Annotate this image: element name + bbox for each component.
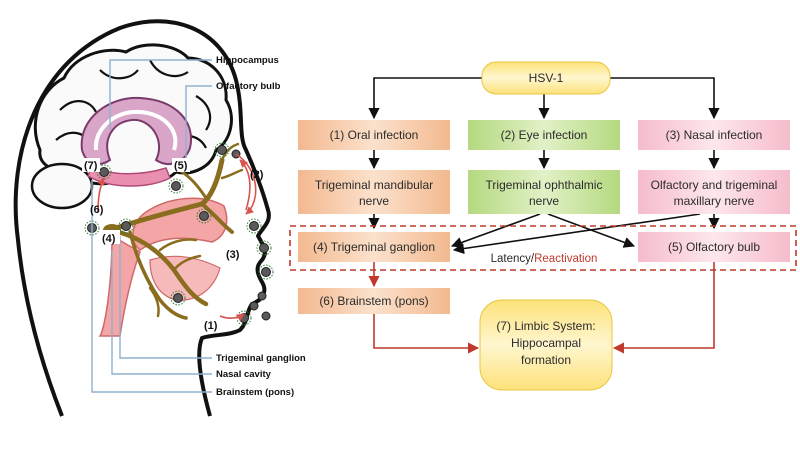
marker-1: (1) [204, 320, 218, 332]
arrow-maxillary-to-ganglion [452, 213, 701, 255]
flow-diagram: HSV-1 (1) Oral infection (2) Eye infecti… [289, 61, 797, 391]
mandibular-nerve-label-1: Trigeminal mandibular [315, 178, 433, 192]
trigeminal-nerve [107, 142, 244, 320]
olfactory-bulb-box [638, 232, 790, 262]
arrow-to-nasal [610, 77, 720, 120]
mandibular-nerve-label-2: nerve [359, 194, 389, 208]
limbic-label-1: (7) Limbic System: [496, 319, 595, 333]
oral-infection-box [298, 120, 450, 150]
head-illustration: Hippocampus Olfactory bulb Trigeminal ga… [13, 19, 306, 417]
hippocampus-shape [80, 96, 193, 166]
hsv1-connectors [368, 77, 720, 255]
reactivation-label: Reactivation [534, 253, 597, 265]
eye-entry-arrow [235, 153, 257, 215]
label-nasal-cavity: Nasal cavity [216, 369, 272, 380]
olfactory-bulb-label: (5) Olfactory bulb [668, 240, 760, 254]
trigeminal-ganglion-box [298, 232, 450, 262]
hippocampus-callout-line [109, 59, 212, 130]
brainstem-arrow [97, 177, 105, 213]
hsv1-label: HSV-1 [529, 71, 564, 85]
brainstem-shape [87, 164, 171, 187]
label-hippocampus: Hippocampus [216, 55, 279, 66]
virus-particles [84, 142, 274, 326]
latency-label: Latency/ [491, 253, 535, 265]
eye-exit-arrow [239, 159, 251, 211]
maxillary-nerve-box [638, 170, 790, 214]
oral-infection-label: (1) Oral infection [330, 128, 419, 142]
limbic-label-3: formation [521, 353, 571, 367]
mandibular-nerve-box [298, 170, 450, 214]
marker-7: (7) [84, 160, 98, 172]
eye-infection-label: (2) Eye infection [501, 128, 588, 142]
label-olfactory-bulb: Olfactory bulb [216, 81, 281, 92]
maxillary-nerve-label-2: maxillary nerve [674, 194, 755, 208]
nasal-callout-line [111, 250, 212, 375]
trigeminal-ganglion-label: (4) Trigeminal ganglion [313, 240, 435, 254]
nasal-infection-label: (3) Nasal infection [666, 128, 763, 142]
brainstem-box [298, 288, 450, 314]
red-connectors [368, 262, 715, 354]
brainstem-label: (6) Brainstem (pons) [319, 294, 428, 308]
ophthalmic-nerve-box [468, 170, 620, 214]
marker-2: (2) [250, 169, 264, 181]
oral-cavity-shape [149, 255, 221, 301]
marker-5: (5) [174, 160, 188, 172]
marker-4: (4) [102, 233, 116, 245]
label-brainstem: Brainstem (pons) [216, 387, 294, 398]
latency-reactivation-text: Latency/Reactivation [491, 253, 598, 265]
latency-reactivation-frame [289, 225, 797, 271]
anatomy-markers: (7) (5) (2) (6) (4) (3) (1) [82, 158, 264, 332]
limbic-label-2: Hippocampal [511, 336, 581, 350]
maxillary-nerve-label-1: Olfactory and trigeminal [651, 178, 778, 192]
arrow-to-oral [368, 77, 482, 120]
marker-6: (6) [90, 204, 104, 216]
ophthalmic-nerve-label-1: Trigeminal ophthalmic [486, 178, 603, 192]
arrow-ophthalmic-to-ganglion [450, 213, 541, 248]
ophthalmic-nerve-label-2: nerve [529, 194, 559, 208]
olfactory-callout-line [185, 85, 212, 164]
nasal-infection-box [638, 120, 790, 150]
brainstem-callout-line [91, 180, 212, 393]
ganglion-callout-line [119, 236, 212, 359]
brain-folds [55, 59, 212, 149]
oral-entry-arrow [219, 313, 245, 322]
hsv1-node [481, 61, 611, 95]
marker-3: (3) [226, 249, 240, 261]
limbic-system-node [479, 299, 613, 391]
arrow-brainstem-to-limbic [373, 312, 480, 354]
label-trigeminal-ganglion: Trigeminal ganglion [216, 353, 306, 364]
infection-arrows [97, 153, 257, 322]
arrow-bulb-to-limbic [612, 262, 715, 354]
eye-infection-box [468, 120, 620, 150]
callout-lines [91, 59, 212, 393]
